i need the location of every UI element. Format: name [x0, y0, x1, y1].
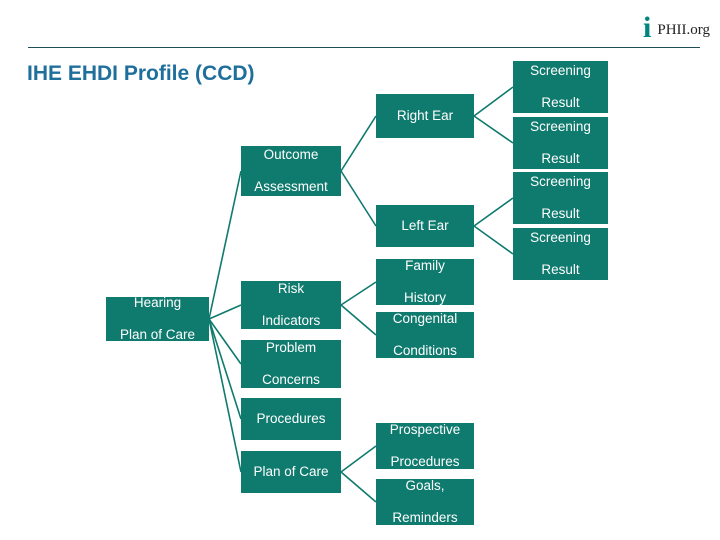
connector-hearing-plan-of-care-to-problem-concerns	[208, 318, 242, 365]
phii-i-mark-icon: i	[643, 11, 652, 44]
node-label-line: Result	[541, 95, 580, 110]
brand-logo: i PHII.org	[643, 11, 710, 44]
node-label-line: Screening	[530, 230, 591, 245]
header-divider	[28, 47, 700, 48]
node-label-line: Concerns	[262, 372, 320, 387]
connector-hearing-plan-of-care-to-plan-of-care	[208, 318, 242, 473]
brand-name: PHII.org	[657, 21, 710, 38]
node-label-line: Congenital	[392, 311, 458, 326]
connector-left-ear-to-screening-result-4	[473, 225, 514, 255]
page-title: IHE EHDI Profile (CCD)	[27, 62, 255, 85]
connector-risk-indicators-to-congenital-conditions	[340, 304, 377, 336]
node-label-line: Goals,	[405, 478, 445, 493]
node-label-line: Family	[405, 258, 445, 273]
connector-hearing-plan-of-care-to-outcome-assessment	[208, 170, 242, 320]
node-label-line: Outcome	[263, 147, 319, 162]
node-label-line: Assessment	[254, 179, 328, 194]
node-label-line: History	[403, 290, 446, 305]
connector-outcome-assessment-to-right-ear	[340, 115, 377, 172]
node-label-line: Indicators	[261, 313, 321, 328]
diagram-node-procedures[interactable]: Procedures	[241, 398, 341, 440]
connector-left-ear-to-screening-result-3	[473, 197, 514, 227]
node-label-line: Result	[541, 151, 580, 166]
node-label-line: Screening	[530, 63, 591, 78]
diagram-node-plan-of-care[interactable]: Plan of Care	[241, 451, 341, 493]
node-label-line: Right Ear	[396, 108, 454, 123]
node-label-line: Procedures	[390, 454, 460, 469]
connector-right-ear-to-screening-result-2	[473, 115, 514, 144]
node-label-line: Result	[541, 262, 580, 277]
connector-outcome-assessment-to-left-ear	[340, 170, 377, 227]
diagram-node-left-ear[interactable]: Left Ear	[376, 205, 474, 247]
node-label-line: Reminders	[392, 510, 458, 525]
node-label-line: Procedures	[256, 411, 326, 426]
node-label-line: Plan of Care	[119, 327, 196, 342]
connector-plan-of-care-to-prospective-procedures	[340, 445, 377, 473]
node-label-line: Conditions	[393, 343, 457, 358]
diagram-node-right-ear[interactable]: Right Ear	[376, 94, 474, 138]
connector-right-ear-to-screening-result-1	[473, 86, 514, 117]
node-label-line: Result	[541, 206, 580, 221]
node-label-line: Screening	[530, 174, 591, 189]
connector-risk-indicators-to-family-history	[340, 281, 377, 306]
connector-hearing-plan-of-care-to-risk-indicators	[208, 304, 242, 320]
node-label-line: Hearing	[133, 295, 182, 310]
node-label-line: Screening	[530, 119, 591, 134]
node-label-line: Left Ear	[401, 218, 449, 233]
node-label-line: Problem	[265, 340, 317, 355]
connector-plan-of-care-to-goals-reminders	[340, 471, 377, 503]
node-label-line: Risk	[277, 281, 305, 296]
node-label-line: Plan of Care	[253, 464, 329, 479]
node-label-line: Prospective	[389, 422, 461, 437]
connector-hearing-plan-of-care-to-procedures	[208, 318, 242, 420]
diagram-node-goals-reminders[interactable]: Goals, Reminders	[376, 478, 474, 525]
